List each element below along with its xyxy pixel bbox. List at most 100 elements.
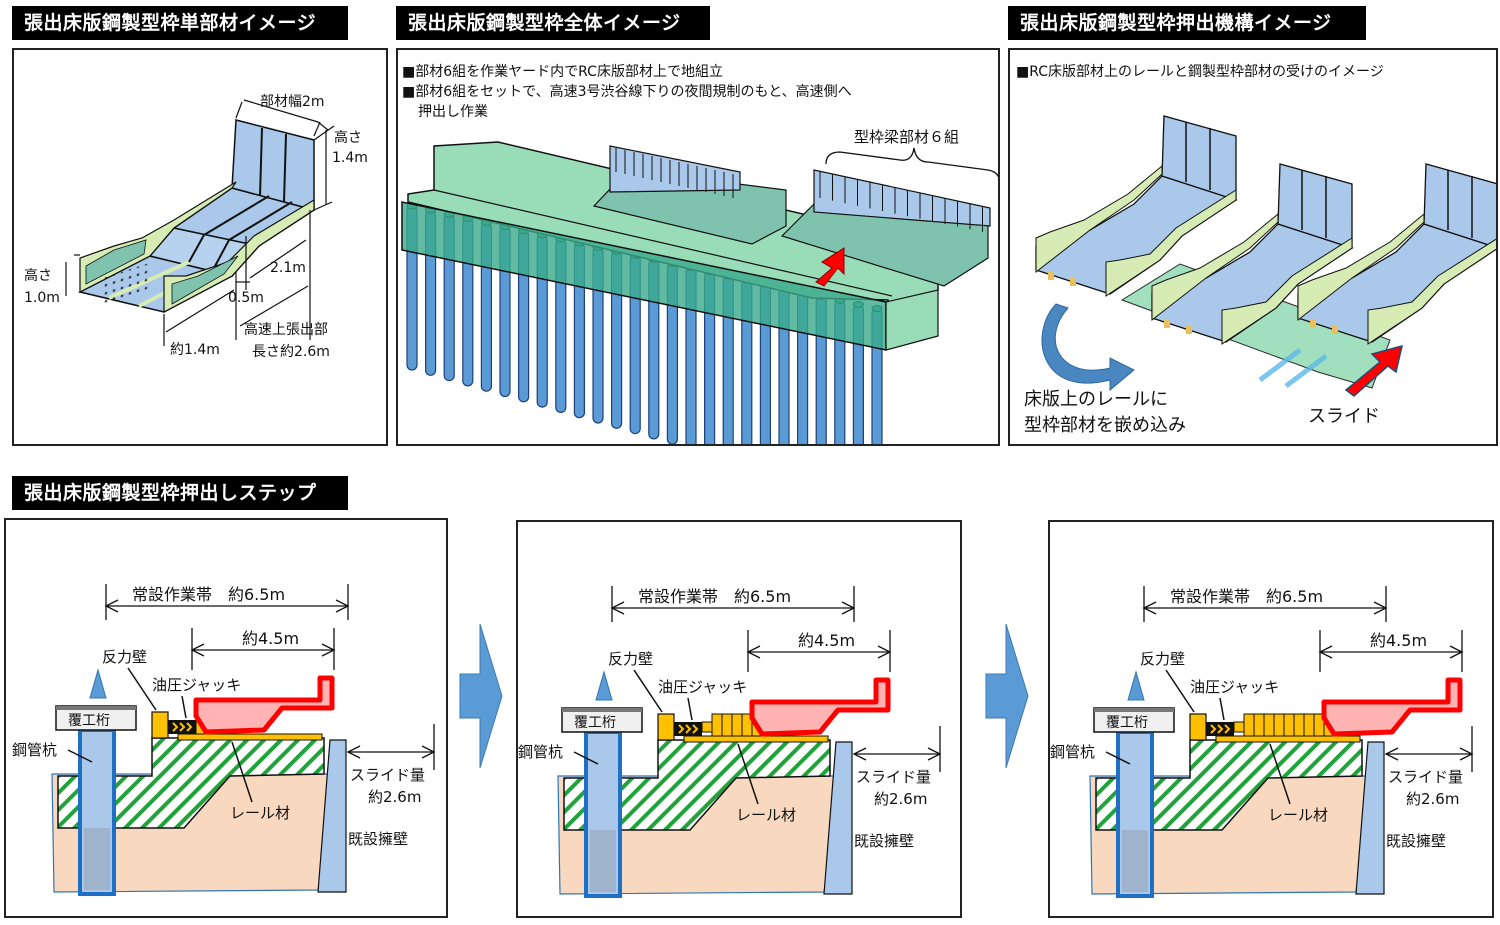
spacer-block xyxy=(731,713,743,737)
formwork-unit xyxy=(1035,115,1238,297)
label-cover-girder: 覆工桁 xyxy=(574,715,616,731)
formwork-unit xyxy=(1297,163,1496,345)
retaining-wall xyxy=(823,741,853,895)
label-slide-value: 約2.6m xyxy=(1406,790,1459,808)
spacer-block xyxy=(1253,713,1265,737)
reaction-wall xyxy=(151,711,169,739)
marker-triangle-icon xyxy=(595,670,613,701)
overall-notes: ■部材6組を作業ヤード内でRC床版部材上で地組立 ■部材6組をセットで、高速3号… xyxy=(402,62,852,122)
label-retaining-wall: 既設擁壁 xyxy=(348,830,408,848)
marker-triangle-icon xyxy=(89,668,107,699)
spacer-block xyxy=(1283,713,1295,737)
slide-arrow-icon xyxy=(1344,344,1404,397)
step-panel-1: 覆工桁 常設作業帯 約6.5m 約4.5m スライド量約2.6m 既設擁壁 反力壁油圧ジャ… xyxy=(4,518,448,918)
label-overhang-b: 長さ約2.6m xyxy=(252,344,330,360)
brace-label: 型枠梁部材６組 xyxy=(854,128,959,146)
label-rail: レール材 xyxy=(736,806,796,824)
chevron-right-icon xyxy=(985,623,1029,769)
overall-note-3: 押出し作業 xyxy=(418,104,488,120)
label-retaining-wall: 既設擁壁 xyxy=(1386,832,1446,850)
label-height-top-b: 1.4m xyxy=(332,150,368,166)
step-arrow-2 xyxy=(985,623,1029,769)
overall-note-2: ■部材6組をセットで、高速3号渋谷線下りの夜間規制のもと、高速側へ xyxy=(402,84,852,100)
overall-panel: ■部材6組を作業ヤード内でRC床版部材上で地組立 ■部材6組をセットで、高速3号… xyxy=(396,48,1000,446)
label-slide-amount: スライド量 xyxy=(350,766,425,784)
chevron-right-icon xyxy=(459,623,503,769)
label-slide-value: 約2.6m xyxy=(874,790,927,808)
label-dim-1-4: 約1.4m xyxy=(170,342,220,358)
label-reaction-wall: 反力壁 xyxy=(102,648,147,666)
label-height-top-a: 高さ xyxy=(334,129,362,146)
spacer-block xyxy=(721,713,733,737)
reaction-wall xyxy=(657,713,675,741)
label-height-left-b: 1.0m xyxy=(24,290,60,306)
spacer-block xyxy=(1273,713,1285,737)
label-slide-value: 約2.6m xyxy=(368,788,421,806)
rail-icon xyxy=(1258,348,1328,388)
label-overhang: 約4.5m xyxy=(798,631,855,650)
caption-slide: スライド xyxy=(1308,406,1380,427)
formwork-unit xyxy=(1151,163,1354,345)
hydraulic-jack xyxy=(674,722,702,736)
label-dim-0-5: 0.5m xyxy=(228,290,264,306)
label-slide-amount: スライド量 xyxy=(1388,768,1463,786)
step-panel-2: 覆工桁 常設作業帯 約6.5m 約4.5m スライド量約2.6m 既設擁壁 反力壁油圧ジャ… xyxy=(516,520,962,918)
spacer-block xyxy=(1243,713,1255,737)
rail xyxy=(1215,735,1361,743)
label-member-width: 部材幅2m xyxy=(260,94,325,110)
label-steel-pile: 鋼管杭 xyxy=(12,741,57,759)
rail xyxy=(177,733,323,741)
label-hydraulic-jack: 油圧ジャッキ xyxy=(658,678,747,696)
label-steel-pile: 鋼管杭 xyxy=(1050,743,1095,761)
label-reaction-wall: 反力壁 xyxy=(1140,650,1185,668)
hydraulic-jack xyxy=(1206,722,1234,736)
panel-title-overall: 張出床版鋼製型枠全体イメージ xyxy=(396,6,710,40)
label-work-zone: 常設作業帯 約6.5m xyxy=(132,585,285,604)
reaction-wall xyxy=(1189,713,1207,741)
label-hydraulic-jack: 油圧ジャッキ xyxy=(152,676,241,694)
spacer-block xyxy=(711,713,723,737)
caption-insert-a: 床版上のレールに xyxy=(1024,389,1168,410)
step-panel-3: 覆工桁 常設作業帯 約6.5m 約4.5m スライド量約2.6m 既設擁壁 反力壁油圧ジャ… xyxy=(1048,520,1494,918)
label-work-zone: 常設作業帯 約6.5m xyxy=(1170,587,1323,606)
label-slide-amount: スライド量 xyxy=(856,768,931,786)
overall-note-1: ■部材6組を作業ヤード内でRC床版部材上で地組立 xyxy=(402,64,723,80)
label-overhang: 約4.5m xyxy=(242,629,299,648)
spacer-block xyxy=(1263,713,1275,737)
step-arrow-1 xyxy=(459,623,503,769)
retaining-wall xyxy=(1355,741,1385,895)
mechanism-drawing: 床版上のレールに 型枠部材を嵌め込み スライド xyxy=(1024,115,1496,436)
hydraulic-jack xyxy=(168,720,196,734)
spacer-block xyxy=(1303,713,1315,737)
panel-title-steps: 張出床版鋼製型枠押出しステップ xyxy=(12,476,348,510)
label-cover-girder: 覆工桁 xyxy=(68,713,110,729)
single-member-panel: 部材幅2m 高さ 1.4m 高さ 1.0m 2.1m 0.5m 約1.4m 高速… xyxy=(12,48,388,446)
label-overhang: 約4.5m xyxy=(1370,631,1427,650)
spacer-block xyxy=(1293,713,1305,737)
panel-title-single-member: 張出床版鋼製型枠単部材イメージ xyxy=(12,6,348,40)
overall-drawing: 型枠梁部材６組 xyxy=(401,128,998,444)
label-rail: レール材 xyxy=(1268,806,1328,824)
insert-arrow-icon xyxy=(1041,303,1135,392)
marker-triangle-icon xyxy=(1127,670,1145,701)
label-dim-2-1: 2.1m xyxy=(270,260,306,276)
single-member-drawing: 部材幅2m 高さ 1.4m 高さ 1.0m 2.1m 0.5m 約1.4m 高速… xyxy=(24,94,368,360)
group-brace xyxy=(825,147,998,178)
rail xyxy=(683,735,829,743)
label-overhang-a: 高速上張出部 xyxy=(244,321,328,338)
steel-formwork-section xyxy=(193,675,335,735)
retaining-wall xyxy=(317,739,347,893)
label-rail: レール材 xyxy=(230,804,290,822)
label-hydraulic-jack: 油圧ジャッキ xyxy=(1190,678,1279,696)
label-retaining-wall: 既設擁壁 xyxy=(854,832,914,850)
steel-formwork-section xyxy=(749,677,891,737)
label-reaction-wall: 反力壁 xyxy=(608,650,653,668)
push-arrow-icon xyxy=(815,247,845,287)
mechanism-panel: ■RC床版部材上のレールと鋼製型枠部材の受けのイメージ 床版上のレールに 型枠部… xyxy=(1008,48,1498,446)
label-height-left-a: 高さ xyxy=(24,267,52,284)
mechanism-note: ■RC床版部材上のレールと鋼製型枠部材の受けのイメージ xyxy=(1016,64,1384,80)
label-work-zone: 常設作業帯 約6.5m xyxy=(638,587,791,606)
label-steel-pile: 鋼管杭 xyxy=(518,743,563,761)
label-cover-girder: 覆工桁 xyxy=(1106,715,1148,731)
panel-title-mechanism: 張出床版鋼製型枠押出機構イメージ xyxy=(1008,6,1366,40)
